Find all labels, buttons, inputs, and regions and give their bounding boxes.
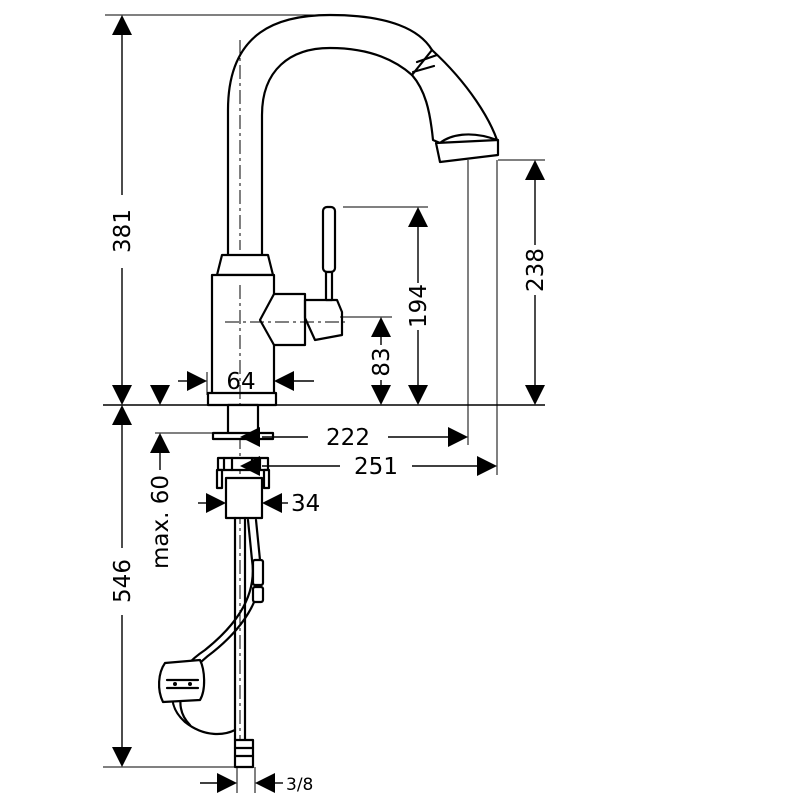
spray-head <box>410 48 499 145</box>
dimension-total-height: 381 <box>110 15 136 405</box>
hose-clip <box>251 558 265 587</box>
hose-connector <box>233 738 255 769</box>
dimension-lever-height: 194 <box>406 207 432 405</box>
dimension-label-max-60: max. 60 <box>148 475 174 569</box>
dimension-reach-outer: 251 <box>240 454 497 480</box>
dimension-reach-aerator: 222 <box>240 425 468 451</box>
threaded-rod <box>215 468 224 490</box>
dimension-base-diameter: 64 <box>178 369 314 395</box>
dimension-max-deck-thickness: max. 60 <box>148 385 174 569</box>
spout-inner <box>260 46 414 257</box>
dimension-label-3-8: 3/8 <box>286 775 313 795</box>
dimension-label-251: 251 <box>354 454 398 480</box>
dimension-label-222: 222 <box>326 425 370 451</box>
dimension-label-64: 64 <box>226 369 255 395</box>
dimension-shank-diameter: 34 <box>198 491 320 517</box>
lever-cap <box>303 298 344 342</box>
dimension-label-546: 546 <box>110 559 136 603</box>
aerator <box>434 138 500 164</box>
dimension-label-381: 381 <box>110 209 136 253</box>
body-collar <box>215 253 275 277</box>
spout-outer <box>226 13 434 257</box>
lower-shank <box>224 476 264 520</box>
lever-handle <box>321 205 337 274</box>
dimension-label-238: 238 <box>523 248 549 292</box>
dimension-handle-axis-height: 83 <box>369 317 395 405</box>
dimension-label-194: 194 <box>406 284 432 328</box>
dimension-spout-height: 238 <box>523 160 549 405</box>
dimension-below-deck-length: 546 <box>110 405 136 767</box>
lever-housing <box>258 292 307 347</box>
below-deck-assembly <box>158 403 275 769</box>
dimension-label-83: 83 <box>369 347 395 376</box>
dimension-label-34: 34 <box>291 491 320 517</box>
dimension-connection-thread: 3/8 <box>200 773 313 795</box>
faucet-body <box>206 13 500 760</box>
